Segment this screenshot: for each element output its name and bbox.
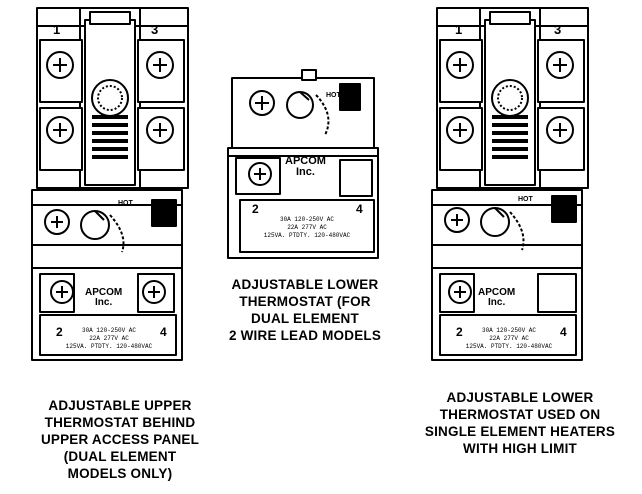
caption-line: SINGLE ELEMENT HEATERS xyxy=(424,424,616,439)
dual-rating: 30A 120-250V AC 22A 277V AC 125VA. PTDTY… xyxy=(243,216,371,240)
caption-line: ADJUSTABLE LOWER xyxy=(446,390,594,405)
dual-terminal-2: 2 xyxy=(252,202,259,216)
dual-rating-line-3: 125VA. PTDTY. 120-480VAC xyxy=(263,232,351,239)
caption-line: 2 WIRE LEAD MODELS xyxy=(228,328,382,343)
caption-line: ADJUSTABLE UPPER xyxy=(48,398,192,413)
single-terminal-4: 4 xyxy=(560,325,567,339)
single-rating-line-1: 30A 120-250V AC xyxy=(481,327,536,334)
dual-rating-line-2: 22A 277V AC xyxy=(287,224,327,231)
upper-rating-line-3: 125VA. PTDTY. 120-480VAC xyxy=(65,343,153,350)
dual-dial-mark: HOT xyxy=(326,92,341,99)
dual-rating-line-1: 30A 120-250V AC xyxy=(279,216,334,223)
dual-brand-line-1: APCOM xyxy=(285,155,326,167)
caption-line: (DUAL ELEMENT xyxy=(63,449,177,464)
caption-line: WITH HIGH LIMIT xyxy=(463,441,577,456)
caption-line: UPPER ACCESS PANEL xyxy=(40,432,200,447)
dual-terminal-4: 4 xyxy=(356,202,363,216)
upper-terminal-3: 3 xyxy=(151,22,159,37)
single-brand: APCOM Inc. xyxy=(478,288,515,308)
single-rating: 30A 120-250V AC 22A 277V AC 125VA. PTDTY… xyxy=(445,327,573,351)
caption-line: DUAL ELEMENT xyxy=(251,311,359,326)
dual-brand-line-2: Inc. xyxy=(296,166,315,178)
lower-single-caption: ADJUSTABLE LOWER THERMOSTAT USED ON SING… xyxy=(410,389,630,457)
single-brand-line-2: Inc. xyxy=(488,297,506,308)
upper-terminal-1: 1 xyxy=(53,22,61,37)
single-rating-line-3: 125VA. PTDTY. 120-480VAC xyxy=(465,343,553,350)
single-dial-mark: HOT xyxy=(518,196,533,203)
upper-terminal-2: 2 xyxy=(56,325,63,339)
single-rating-line-2: 22A 277V AC xyxy=(489,335,529,342)
upper-dial-mark: HOT xyxy=(118,200,133,207)
upper-rating: 30A 120-250V AC 22A 277V AC 125VA. PTDTY… xyxy=(45,327,173,351)
lower-dual-caption: ADJUSTABLE LOWER THERMOSTAT (FOR DUAL EL… xyxy=(205,276,405,344)
upper-rating-line-2: 22A 277V AC xyxy=(89,335,129,342)
single-terminal-3: 3 xyxy=(554,22,562,37)
caption-line: ADJUSTABLE LOWER xyxy=(231,277,379,292)
upper-brand-line-1: APCOM xyxy=(85,287,123,298)
upper-brand-line-2: Inc. xyxy=(95,297,113,308)
upper-terminal-4: 4 xyxy=(160,325,167,339)
single-terminal-1: 1 xyxy=(455,22,463,37)
dual-brand: APCOM Inc. xyxy=(285,156,326,178)
caption-line: MODELS ONLY) xyxy=(67,466,173,481)
single-brand-line-1: APCOM xyxy=(478,287,516,298)
caption-line: THERMOSTAT BEHIND xyxy=(44,415,196,430)
upper-rating-line-1: 30A 120-250V AC xyxy=(81,327,136,334)
single-terminal-2: 2 xyxy=(456,325,463,339)
caption-line: THERMOSTAT (FOR xyxy=(239,294,371,309)
upper-thermostat-caption: ADJUSTABLE UPPER THERMOSTAT BEHIND UPPER… xyxy=(20,397,220,482)
caption-line: THERMOSTAT USED ON xyxy=(439,407,601,422)
upper-brand: APCOM Inc. xyxy=(85,288,122,308)
